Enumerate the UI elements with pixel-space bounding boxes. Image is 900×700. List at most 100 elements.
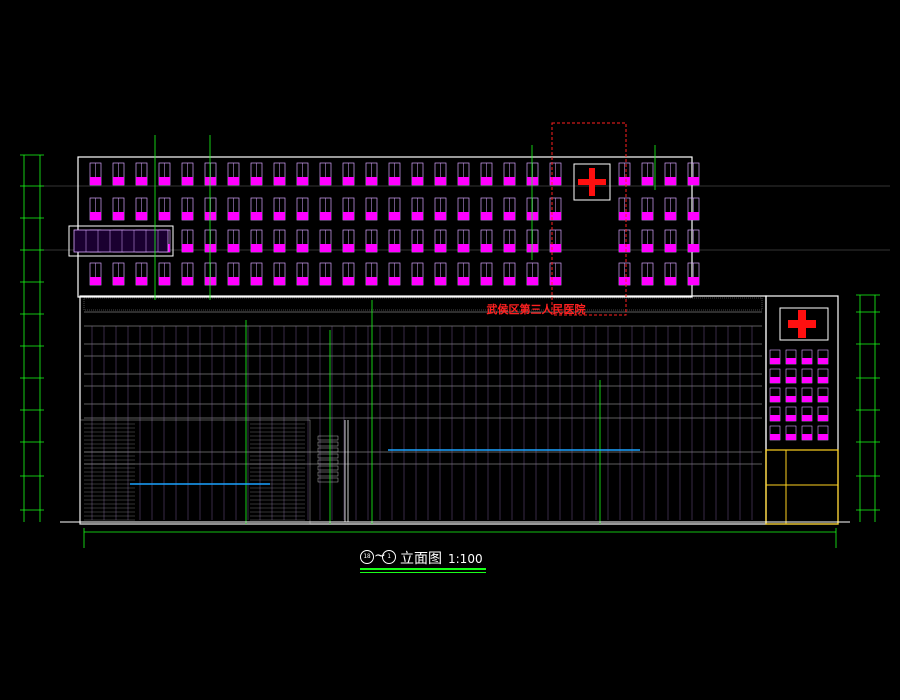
vent-panel	[317, 471, 339, 477]
annex-window	[801, 387, 813, 403]
window	[181, 162, 194, 186]
parapet	[83, 297, 763, 311]
window	[135, 162, 148, 186]
window	[273, 229, 286, 253]
annex-window	[769, 387, 781, 403]
window	[227, 162, 240, 186]
axis-bubble-end: 1	[382, 550, 396, 564]
window	[365, 197, 378, 221]
podium-block	[79, 295, 767, 525]
window	[273, 262, 286, 286]
annex-window	[817, 425, 829, 441]
vent-panel	[317, 477, 339, 483]
window	[687, 162, 700, 186]
window	[365, 262, 378, 286]
red-cross-icon	[573, 163, 611, 201]
window	[687, 262, 700, 286]
red-cross-icon	[788, 310, 816, 338]
vent-panel	[317, 435, 339, 441]
window	[158, 162, 171, 186]
window	[641, 229, 654, 253]
vent-panel	[317, 465, 339, 471]
window	[158, 197, 171, 221]
window	[158, 262, 171, 286]
dimension-ticks	[20, 154, 880, 511]
dimension-lines	[23, 135, 876, 548]
window	[296, 229, 309, 253]
window	[411, 197, 424, 221]
title-underline-thin	[360, 572, 486, 573]
window	[89, 262, 102, 286]
window	[319, 262, 332, 286]
title-name: 立面图	[400, 551, 442, 567]
window	[319, 229, 332, 253]
window	[526, 229, 539, 253]
window	[227, 262, 240, 286]
window	[480, 262, 493, 286]
window	[664, 162, 677, 186]
window	[342, 229, 355, 253]
window	[411, 229, 424, 253]
window	[388, 197, 401, 221]
window	[411, 162, 424, 186]
annex-window	[801, 349, 813, 365]
window	[549, 197, 562, 221]
window	[526, 162, 539, 186]
vent-panel	[317, 447, 339, 453]
window	[526, 262, 539, 286]
window	[480, 162, 493, 186]
title-scale: 1:100	[448, 552, 483, 566]
axis-bubble-start: 18	[360, 550, 374, 564]
window	[204, 262, 217, 286]
window	[89, 197, 102, 221]
annex-window	[801, 425, 813, 441]
window	[618, 197, 631, 221]
window	[112, 162, 125, 186]
window	[480, 229, 493, 253]
annex-window	[817, 349, 829, 365]
window	[342, 262, 355, 286]
window	[250, 197, 263, 221]
window	[641, 197, 654, 221]
window	[342, 197, 355, 221]
window	[664, 229, 677, 253]
window	[273, 197, 286, 221]
window	[227, 197, 240, 221]
window	[250, 229, 263, 253]
window	[181, 197, 194, 221]
window	[503, 162, 516, 186]
vent-panel	[317, 441, 339, 447]
window	[204, 197, 217, 221]
annex-window	[785, 368, 797, 384]
window	[434, 197, 447, 221]
window	[641, 262, 654, 286]
vent-panel	[317, 459, 339, 465]
annex-window	[769, 349, 781, 365]
window	[204, 162, 217, 186]
window	[664, 197, 677, 221]
window	[457, 197, 470, 221]
window	[434, 162, 447, 186]
podium-bands	[83, 297, 763, 465]
window	[296, 162, 309, 186]
window	[89, 162, 102, 186]
window	[411, 262, 424, 286]
window	[296, 262, 309, 286]
window	[503, 197, 516, 221]
window	[618, 162, 631, 186]
annex-window	[801, 368, 813, 384]
window	[664, 262, 677, 286]
window	[388, 229, 401, 253]
vent-panel	[317, 453, 339, 459]
window	[365, 162, 378, 186]
window	[549, 229, 562, 253]
window	[480, 197, 493, 221]
annex-window	[769, 368, 781, 384]
title-underline	[360, 568, 486, 570]
annex-window	[817, 387, 829, 403]
window	[135, 262, 148, 286]
window	[618, 229, 631, 253]
window	[181, 229, 194, 253]
window	[434, 262, 447, 286]
